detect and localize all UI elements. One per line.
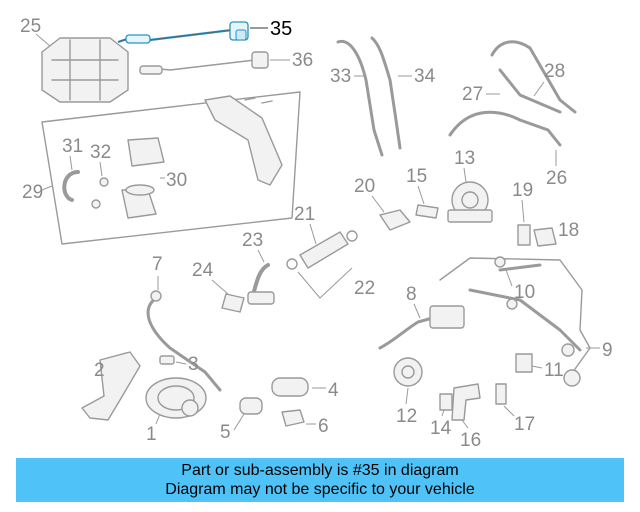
banner-line-2: Diagram may not be specific to your vehi… xyxy=(165,481,475,498)
callout-8: 8 xyxy=(406,284,417,305)
callout-15: 15 xyxy=(406,166,427,187)
callout-26: 26 xyxy=(546,168,567,189)
part-9-pipe-assembly xyxy=(439,256,591,387)
part-3-fitting xyxy=(159,355,175,365)
part-23-hose xyxy=(247,263,275,305)
callout-27: 27 xyxy=(462,84,483,105)
part-16-pipe xyxy=(451,383,481,421)
callout-22: 22 xyxy=(354,278,375,299)
part-28-pipe xyxy=(490,40,577,114)
part-21-hose xyxy=(286,230,358,270)
callout-5: 5 xyxy=(220,422,231,443)
part-24-gasket xyxy=(221,293,245,313)
callout-33: 33 xyxy=(330,66,351,87)
callout-4: 4 xyxy=(328,380,339,401)
parts-diagram: 35 36 25 31 32 29 30 xyxy=(20,16,613,451)
part-36-sensor xyxy=(139,51,269,75)
callout-31: 31 xyxy=(62,136,83,157)
callout-18: 18 xyxy=(558,220,579,241)
callout-3: 3 xyxy=(188,354,199,375)
callout-36: 36 xyxy=(292,50,313,71)
part-27-pipe xyxy=(448,110,562,147)
part-33-pipe xyxy=(336,39,384,157)
part-12-valve xyxy=(393,357,423,387)
callout-9: 9 xyxy=(602,340,613,361)
part-34-pipe xyxy=(370,36,402,150)
callout-25: 25 xyxy=(20,16,41,37)
part-6-clamp xyxy=(281,409,305,427)
part-35-oxygen-sensor[interactable] xyxy=(117,21,249,44)
part-1-pump xyxy=(145,377,207,419)
info-banner: Part or sub-assembly is #35 in diagram D… xyxy=(16,458,624,502)
part-20-fitting xyxy=(379,209,411,231)
bracket-assembly xyxy=(204,95,283,186)
part-8-pipe xyxy=(378,305,465,350)
callout-19: 19 xyxy=(512,180,533,201)
callout-35: 35 xyxy=(270,18,292,40)
part-32-fittings xyxy=(91,177,109,209)
callout-16: 16 xyxy=(460,430,481,451)
part-30-valve xyxy=(121,137,165,219)
part-13-valve xyxy=(447,181,493,223)
part-2-bracket xyxy=(81,351,141,421)
part-31-hose xyxy=(62,170,80,202)
part-18-fitting xyxy=(533,227,557,247)
part-17-gasket xyxy=(495,383,507,405)
callout-24: 24 xyxy=(192,260,214,281)
callout-6: 6 xyxy=(318,416,329,437)
callout-28: 28 xyxy=(544,61,565,82)
banner-line-1: Part or sub-assembly is #35 in diagram xyxy=(181,462,459,479)
callout-12: 12 xyxy=(396,406,417,427)
part-15-gasket xyxy=(415,204,439,219)
callout-34: 34 xyxy=(414,66,436,87)
callout-21: 21 xyxy=(294,204,315,225)
callout-14: 14 xyxy=(430,418,452,439)
part-14-gasket xyxy=(439,393,453,411)
callout-11: 11 xyxy=(544,360,564,381)
part-7-pipe xyxy=(146,290,222,392)
callout-17: 17 xyxy=(514,414,535,435)
callout-30: 30 xyxy=(166,170,187,191)
callout-13: 13 xyxy=(454,148,475,169)
part-5-valve xyxy=(239,397,263,415)
part-25-housing xyxy=(41,37,129,103)
callout-20: 20 xyxy=(354,176,375,197)
part-4-valve xyxy=(271,377,309,397)
callout-32: 32 xyxy=(90,142,111,163)
callout-29: 29 xyxy=(22,182,43,203)
callout-1: 1 xyxy=(146,424,157,445)
callout-23: 23 xyxy=(242,230,263,251)
callout-10: 10 xyxy=(514,282,535,303)
callout-2: 2 xyxy=(94,360,105,381)
callout-7: 7 xyxy=(152,254,163,275)
part-19-gasket xyxy=(517,224,531,246)
